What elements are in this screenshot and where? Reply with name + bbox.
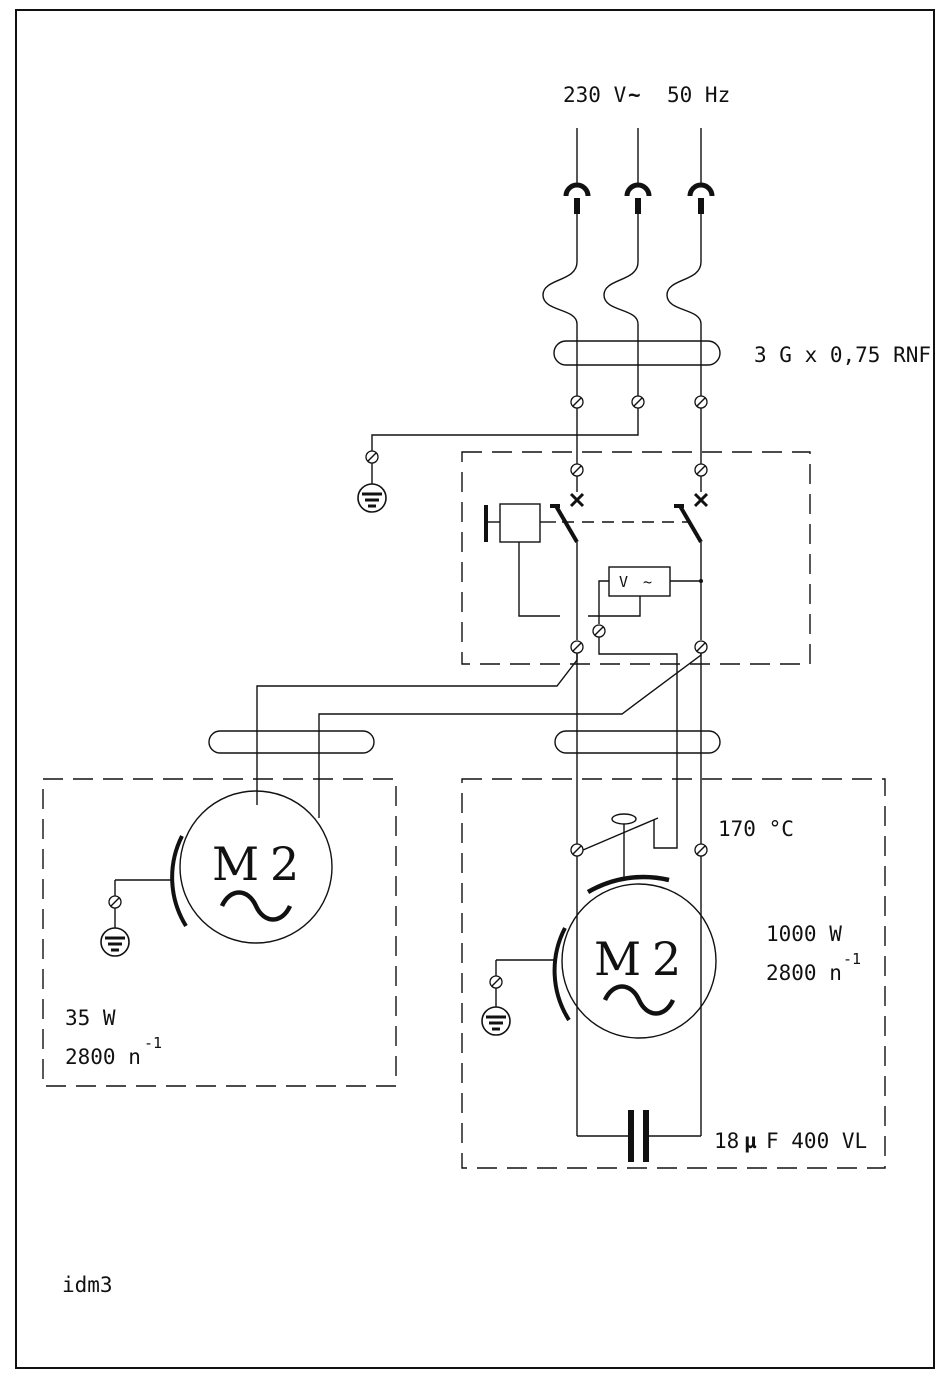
large-motor-symbol: M — [594, 932, 641, 986]
earth-ground-icon — [358, 484, 386, 512]
voltage-relay-label: V — [619, 573, 628, 591]
voltage-relay-ac: ~ — [643, 573, 652, 591]
switch-actuator-icon — [486, 504, 556, 542]
earth-ground-icon — [482, 1007, 510, 1035]
supply-voltage: 230 V — [563, 83, 627, 107]
earth-ground-icon — [101, 928, 129, 956]
plug-pin-3 — [690, 128, 712, 214]
small-motor-speed: 2800 n — [65, 1045, 141, 1069]
ac-wave-icon — [605, 987, 673, 1014]
small-motor-power: 35 W — [65, 1006, 116, 1030]
large-motor-speed: 2800 n — [766, 961, 842, 985]
capacitor-value: 18 — [714, 1129, 739, 1153]
capacitor-unit: F 400 VL — [766, 1129, 867, 1153]
diagram-code: idm3 — [62, 1273, 113, 1297]
capacitor — [577, 1110, 701, 1162]
small-motor-enclosure — [43, 779, 396, 1086]
cable-conductors — [543, 214, 701, 400]
small-motor-cable-sheath — [209, 731, 374, 753]
small-motor: M 2 — [101, 791, 332, 956]
large-motor-speed-exponent: -1 — [843, 950, 861, 968]
control-switch-enclosure — [462, 452, 810, 664]
main-switch-contacts — [550, 494, 707, 542]
large-motor-power: 1000 W — [766, 922, 842, 946]
plug-pins — [566, 128, 712, 214]
plug-pin-2 — [627, 128, 649, 214]
main-cable-sheath — [554, 341, 720, 365]
supply-frequency: 50 Hz — [667, 83, 730, 107]
large-motor: M 2 — [482, 884, 716, 1038]
small-motor-symbol: M — [212, 837, 259, 891]
thermostat-switch — [583, 814, 658, 878]
ac-wave-icon — [222, 893, 290, 920]
small-motor-speed-exponent: -1 — [144, 1034, 162, 1052]
main-cable-label: 3 G x 0,75 RNF — [754, 343, 931, 367]
small-motor-phases: 2 — [270, 837, 299, 891]
large-motor-cable-sheath — [555, 731, 720, 753]
plug-pin-1 — [566, 128, 588, 214]
thermostat-label: 170 °C — [718, 817, 794, 841]
capacitor-unit-mu: µ — [744, 1129, 757, 1153]
large-motor-phases: 2 — [652, 932, 681, 986]
supply-ac-symbol: ~ — [628, 83, 641, 107]
page-frame — [16, 10, 934, 1368]
